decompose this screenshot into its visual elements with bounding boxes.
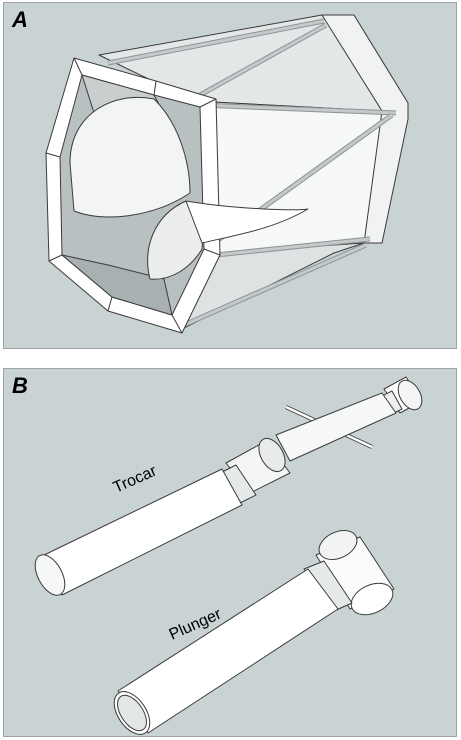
plunger <box>113 529 395 735</box>
panel-label-a: A <box>12 7 28 32</box>
upper-dome <box>69 96 191 218</box>
trocar <box>34 376 423 596</box>
chamber-illustration <box>45 14 409 334</box>
panel-label-b: B <box>12 373 28 398</box>
instruments-illustration: Trocar Plunger <box>34 376 423 735</box>
trocar-label: Trocar <box>111 462 160 496</box>
panel-b: Trocar Plunger B <box>3 368 457 737</box>
panel-a: A <box>3 2 457 349</box>
